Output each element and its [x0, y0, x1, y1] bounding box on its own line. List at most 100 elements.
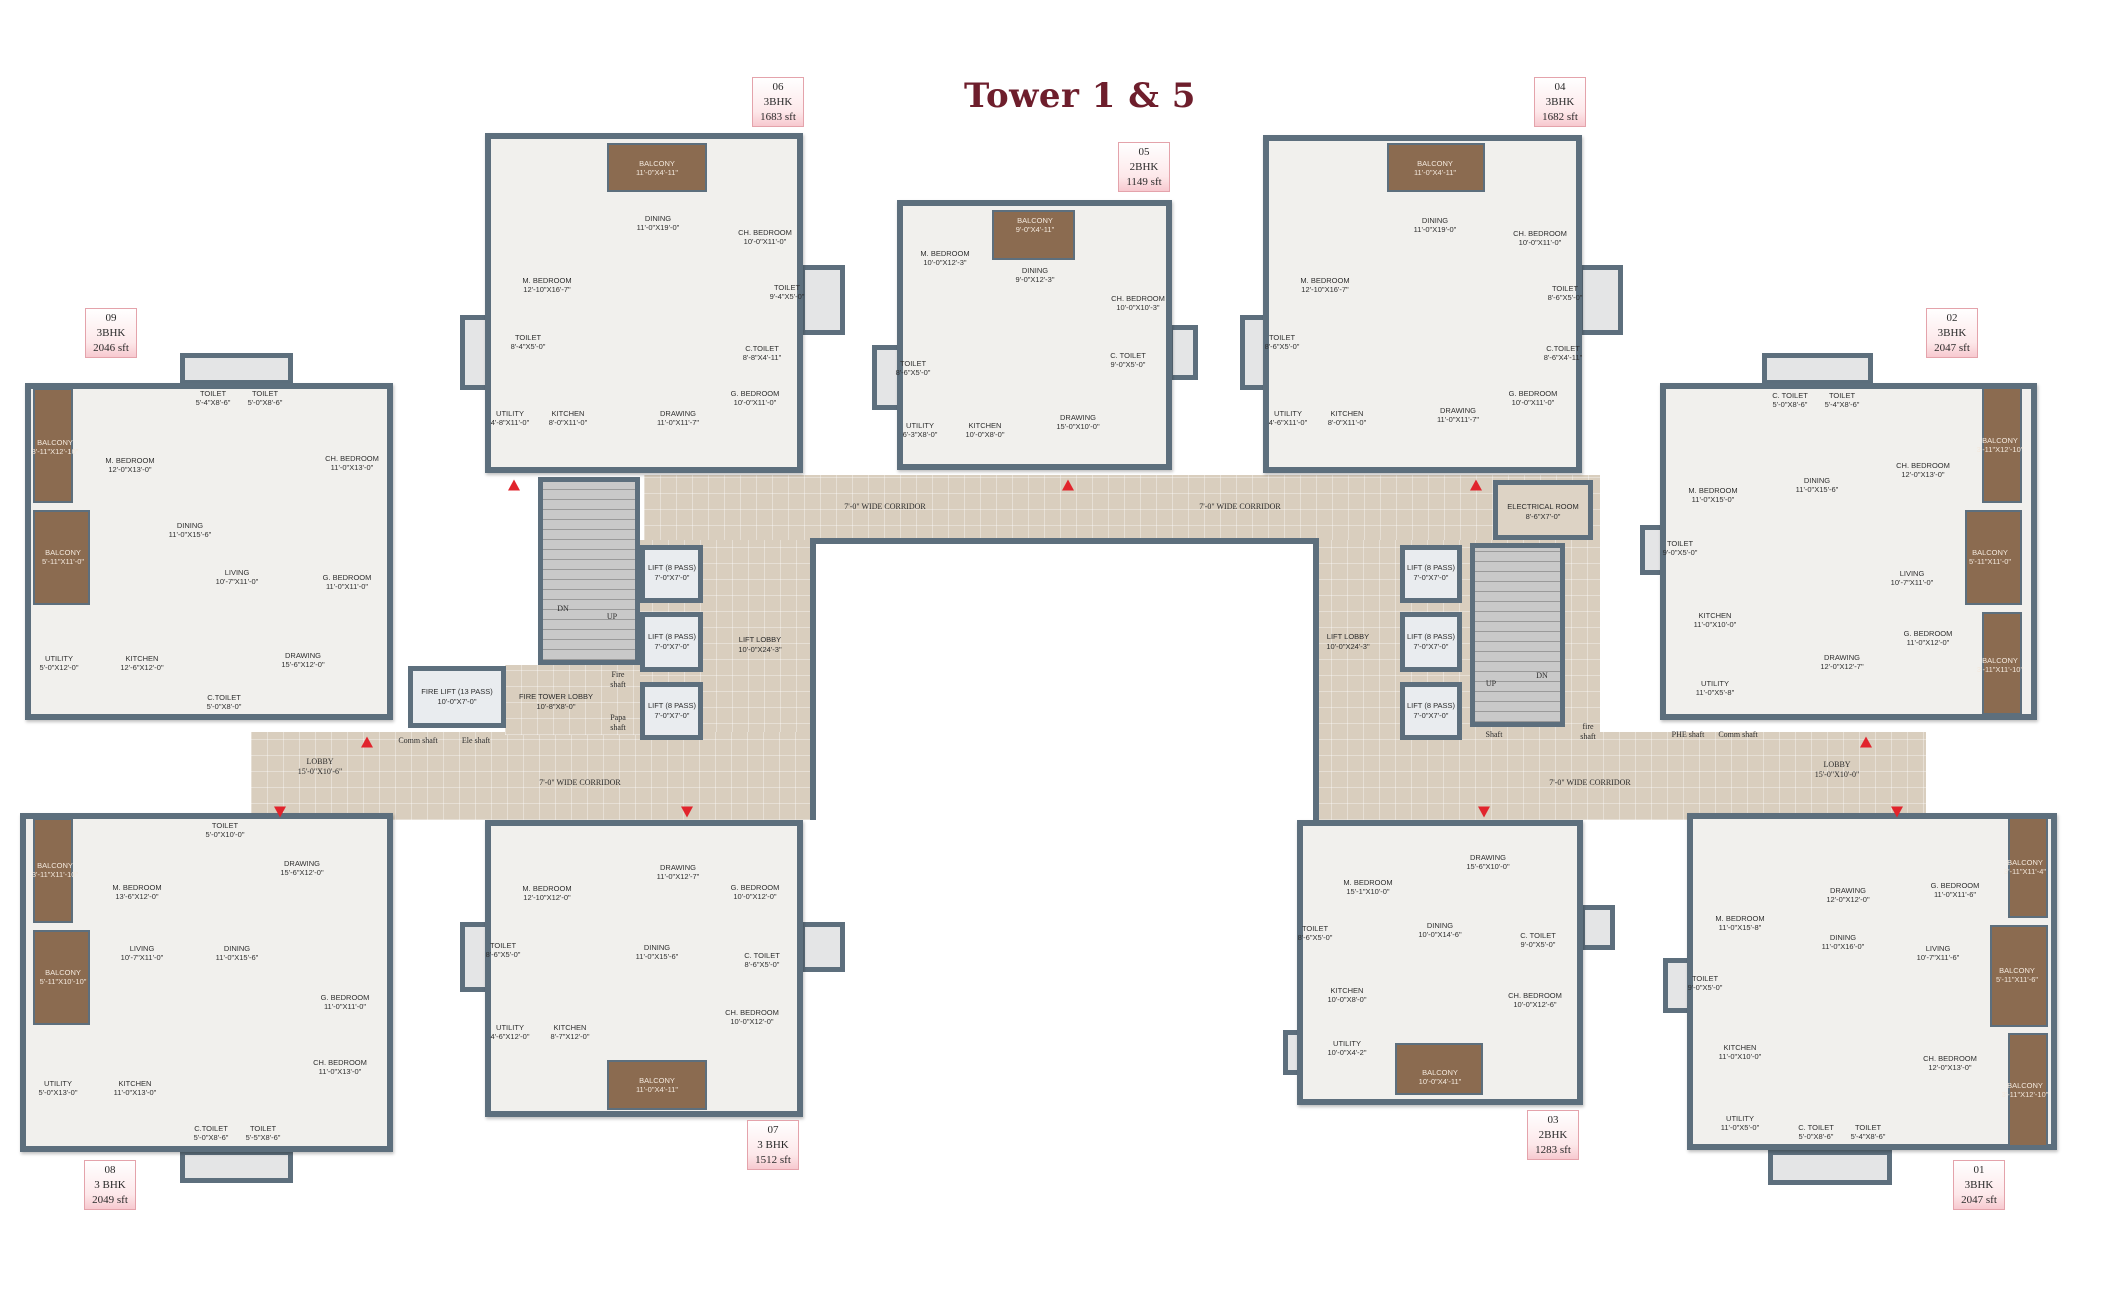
unit-id: 03: [1547, 1114, 1559, 1126]
room-size: 10'-0"X11'-0": [743, 237, 787, 246]
top-corridor: [644, 475, 1600, 542]
unit-area: 1683 sft: [760, 111, 796, 123]
room-label: Balcony11'-0"X4'-11": [1414, 159, 1456, 177]
room-name: Utility: [496, 409, 524, 418]
room-name: Ch. Bedroom: [738, 228, 792, 237]
room-name: Drawing: [285, 651, 321, 660]
core-label: 7'-0" WIDE CORRIDOR: [539, 778, 620, 788]
room-size: 10'-0"X8'-0": [1327, 995, 1367, 1004]
room-label: Utility11'-0"X5'-0": [1721, 1114, 1760, 1132]
room-label: Balcony5'-11"X11'-0": [42, 548, 84, 566]
room-size: 10'-7"X11'-0": [215, 577, 259, 586]
unit-id: 02: [1946, 312, 1958, 324]
fire-extinguisher-marker-icon: [1891, 806, 1903, 818]
room-name: Toilet: [1854, 1123, 1882, 1132]
room-size: 13'-6"X12'-0": [115, 892, 159, 901]
core-label: LIFT (8 PASS)7'-0"X7'-0": [1407, 563, 1455, 583]
room-size: 11'-0"X11'-0": [325, 582, 369, 591]
electrical-room: [1493, 480, 1593, 540]
shaft-projection: [1768, 1150, 1892, 1185]
room-size: 12'-0"X13'-0": [108, 465, 152, 474]
unit-area: 2047 sft: [1961, 1194, 1997, 1206]
room-label: Utility10'-0"X4'-2": [1327, 1039, 1366, 1057]
room-size: 11'-0"X15'-8": [1718, 923, 1762, 932]
room-size: 4'-8"X11'-0": [490, 418, 530, 427]
room-size: 12'-0"X13'-0": [1901, 470, 1945, 479]
balcony: [2008, 1033, 2048, 1147]
room-label: M. Bedroom11'-0"X15'-8": [1715, 914, 1764, 932]
room-label: C.Toilet8'-6"X4'-11": [1544, 344, 1583, 362]
room-size: 5'-11"X11'-0": [41, 557, 85, 566]
balcony: [1395, 1043, 1483, 1095]
room-size: 12'-10"X16'-7": [523, 285, 571, 294]
room-name: Toilet: [1691, 974, 1719, 983]
core-label-size: 7'-0"X7'-0": [654, 711, 690, 720]
room-name: Living: [1925, 944, 1951, 953]
room-size: 11'-0"X15'-6": [635, 952, 679, 961]
room-name: Kitchen: [553, 1023, 587, 1032]
room-label: Kitchen11'-0"X10'-0": [1719, 1043, 1762, 1061]
room-size: 9'-0"X5'-0": [1110, 360, 1146, 369]
room-size: 5'-5"X8'-6": [245, 1133, 281, 1142]
room-name: G. Bedroom: [320, 993, 370, 1002]
room-name: G. Bedroom: [1508, 389, 1558, 398]
core-label-name: Fire: [611, 670, 625, 679]
room-name: Toilet: [1551, 284, 1579, 293]
room-name: G. Bedroom: [322, 573, 372, 582]
lift-car: [1400, 612, 1462, 672]
room-label: Living10'-7"X11'-0": [1891, 569, 1934, 587]
room-name: M. Bedroom: [1715, 914, 1765, 923]
unit-id: 04: [1554, 81, 1566, 93]
fire-extinguisher-marker-icon: [274, 806, 286, 818]
core-label-size: 7'-0"X7'-0": [654, 573, 690, 582]
fire-exit-marker-icon: [1062, 479, 1074, 491]
room-size: 11'-0"X4'-11": [635, 1085, 679, 1094]
room-size: 5'-11"X11'-0": [1968, 557, 2012, 566]
fire-exit-marker-icon: [508, 479, 520, 491]
unit-area: 2049 sft: [92, 1194, 128, 1206]
room-size: 8'-6"X5'-0": [1297, 933, 1333, 942]
room-size: 8'-0"X11'-0": [1327, 418, 1367, 427]
room-size: 15'-6"X12'-0": [280, 868, 324, 877]
room-size: 8'-6"X5'-0": [1264, 342, 1300, 351]
fire-extinguisher-marker-icon: [681, 806, 693, 818]
room-label: Ch. Bedroom11'-0"X13'-0": [325, 454, 379, 472]
room-name: Drawing: [660, 409, 696, 418]
core-label: LIFT (8 PASS)7'-0"X7'-0": [648, 701, 696, 721]
unit-type: 3BHK: [1545, 96, 1575, 108]
room-label: Ch. Bedroom12'-0"X13'-0": [1896, 461, 1950, 479]
room-label: Toilet8'-6"X5'-0": [896, 359, 931, 377]
room-size: 12'-0"X12'-0": [1826, 895, 1870, 904]
unit-type: 2BHK: [1129, 161, 1159, 173]
room-label: Drawing15'-0"X10'-0": [1056, 413, 1099, 431]
core-label-size: shaft: [610, 680, 626, 689]
room-label: Dining11'-0"X15'-6": [1796, 476, 1839, 494]
room-label: M. Bedroom13'-6"X12'-0": [112, 883, 161, 901]
room-name: Balcony: [1972, 548, 2008, 557]
unit-type: 3BHK: [96, 327, 126, 339]
right-bottom-corridor: [1315, 732, 1926, 820]
room-size: 11'-0"X12'-0": [1906, 638, 1950, 647]
lift-car: [640, 682, 703, 740]
core-label: DN: [557, 604, 569, 614]
room-label: Ch. Bedroom11'-0"X13'-0": [313, 1058, 367, 1076]
room-label: Kitchen12'-6"X12'-0": [120, 654, 163, 672]
room-size: 8'-0"X11'-0": [548, 418, 588, 427]
fire-tower-lobby-floor: [505, 665, 640, 735]
room-label: C.Toilet5'-0"X8'-6": [194, 1124, 229, 1142]
core-label-size: 15'-0"X10'-0": [1814, 770, 1860, 779]
room-size: 12'-10"X16'-7": [1301, 285, 1349, 294]
room-size: 8'-6"X5'-0": [1547, 293, 1583, 302]
room-size: 11'-0"X4'-11": [635, 168, 679, 177]
room-label: G. Bedroom10'-0"X11'-0": [731, 389, 780, 407]
